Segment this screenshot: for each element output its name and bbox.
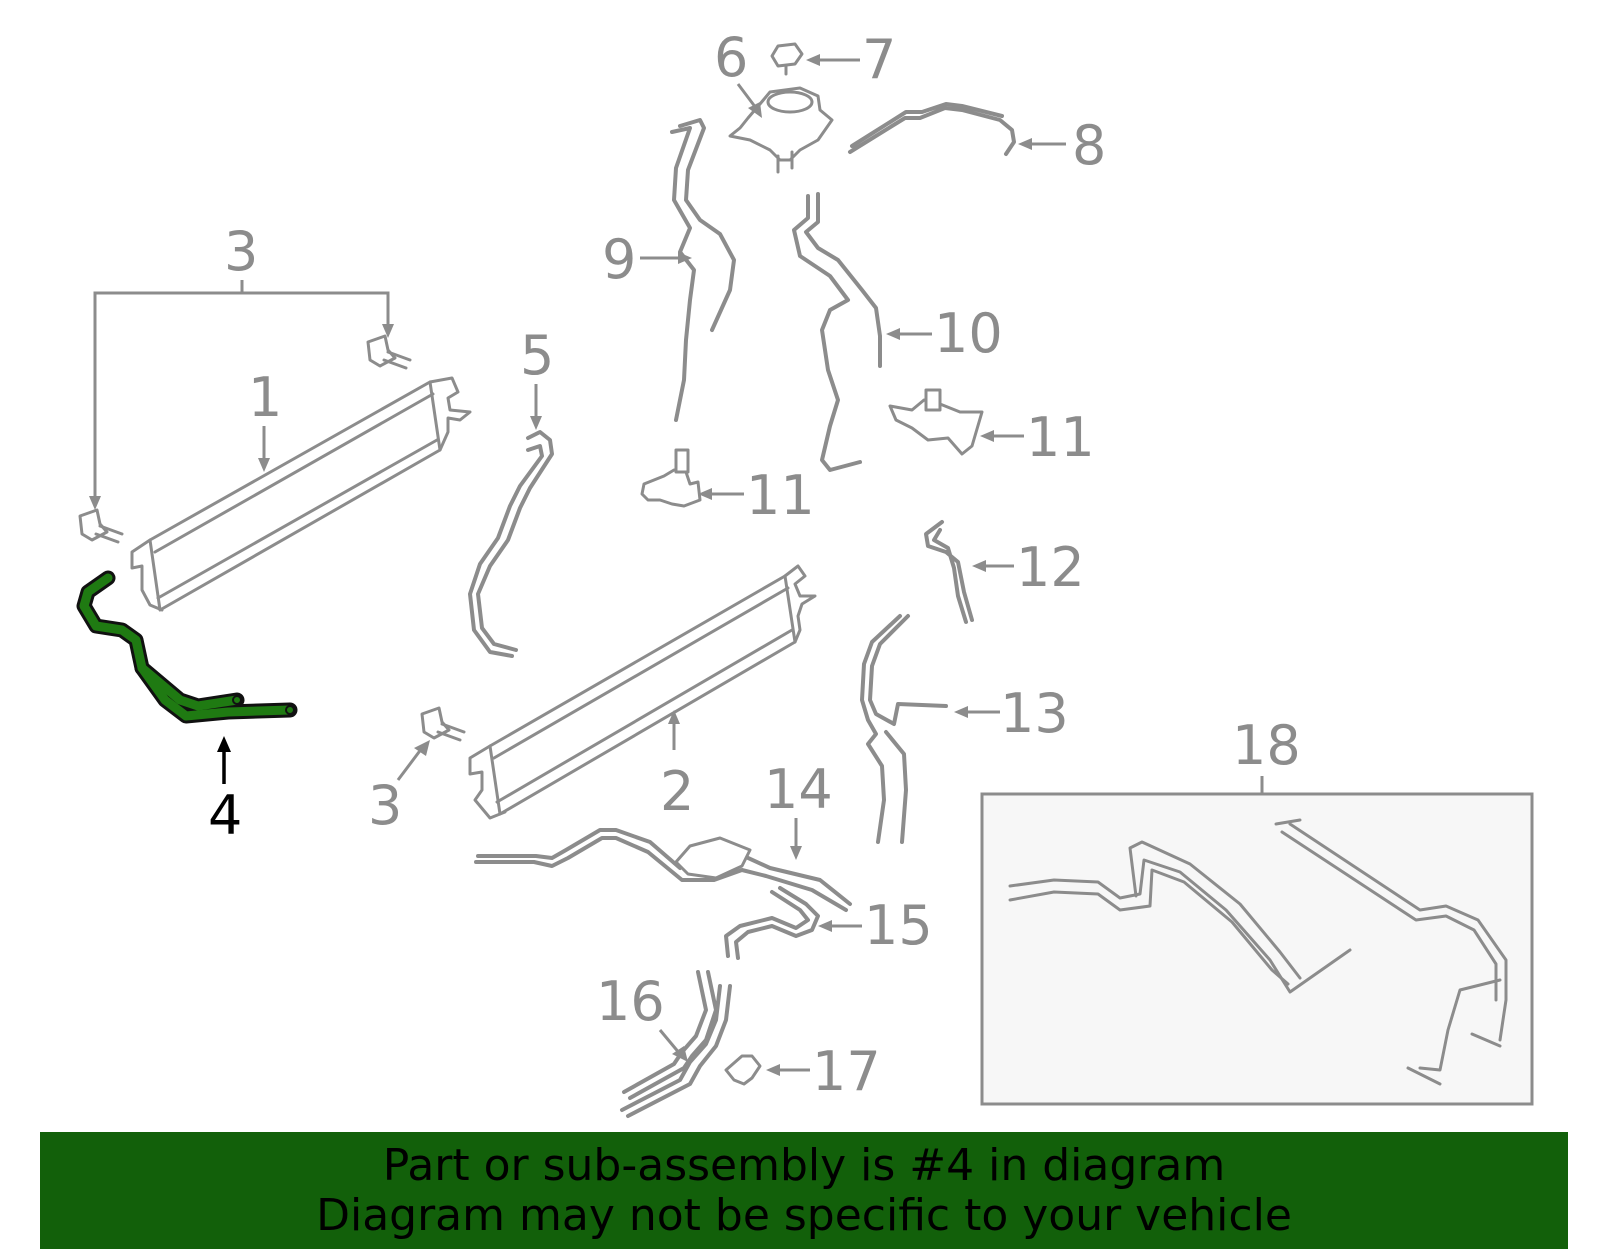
part-12-hose[interactable] — [924, 520, 974, 624]
label-11-right: 11 — [1026, 406, 1095, 469]
label-12: 12 — [1016, 536, 1085, 599]
label-4: 4 — [208, 784, 242, 847]
part-15-hose[interactable] — [724, 886, 820, 960]
label-9: 9 — [602, 228, 636, 291]
leaders — [217, 54, 1264, 1076]
label-7: 7 — [862, 28, 896, 91]
part-14-hose[interactable] — [474, 828, 852, 912]
label-2: 2 — [660, 760, 694, 823]
label-3-top: 3 — [224, 220, 258, 283]
part-18-lines — [1008, 818, 1508, 1086]
part-17-clip[interactable] — [724, 1054, 762, 1086]
part-6-reservoir[interactable] — [728, 86, 834, 174]
part-13-hose[interactable] — [860, 614, 948, 844]
label-8: 8 — [1072, 114, 1106, 177]
part-8-hose[interactable] — [848, 102, 1016, 156]
label-14: 14 — [764, 758, 833, 821]
label-1: 1 — [248, 366, 282, 429]
label-18: 18 — [1232, 714, 1301, 777]
info-banner: Part or sub-assembly is #4 in diagram Di… — [40, 1132, 1568, 1249]
label-16: 16 — [596, 970, 665, 1033]
part-11-valve-right[interactable] — [888, 388, 984, 456]
label-13: 13 — [1000, 682, 1069, 745]
label-15: 15 — [864, 894, 933, 957]
part-4-hose-highlighted[interactable] — [76, 570, 298, 724]
part-5-hose[interactable] — [468, 430, 554, 658]
callout-labels: 1 2 3 3 4 5 6 7 8 9 10 11 11 12 13 14 15… — [208, 26, 1301, 1103]
label-17: 17 — [812, 1040, 881, 1103]
label-5: 5 — [520, 324, 554, 387]
parts-diagram: 1 2 3 3 4 5 6 7 8 9 10 11 11 12 13 14 15… — [76, 26, 1534, 1118]
label-3-bottom: 3 — [368, 774, 402, 837]
part-9-hose[interactable] — [670, 118, 736, 422]
label-11-left: 11 — [746, 464, 815, 527]
label-6: 6 — [714, 26, 748, 89]
part-10-hose[interactable] — [792, 192, 882, 472]
part-3-bolt-top[interactable] — [366, 334, 412, 370]
part-16-tubes[interactable] — [620, 970, 732, 1118]
part-14-bracket — [674, 836, 752, 880]
banner-line-1: Part or sub-assembly is #4 in diagram — [382, 1139, 1226, 1191]
part-2-cooler[interactable] — [468, 564, 817, 820]
banner-line-2: Diagram may not be specific to your vehi… — [316, 1189, 1292, 1241]
part-3-bolt-lower[interactable] — [420, 706, 466, 742]
part-3-bolt-left[interactable] — [78, 508, 124, 544]
part-1-cooler[interactable] — [130, 376, 472, 612]
part-18-box[interactable] — [980, 792, 1534, 1106]
part-11-valve-left[interactable] — [640, 448, 702, 508]
label-10: 10 — [934, 302, 1003, 365]
part-7-cap[interactable] — [770, 42, 804, 76]
